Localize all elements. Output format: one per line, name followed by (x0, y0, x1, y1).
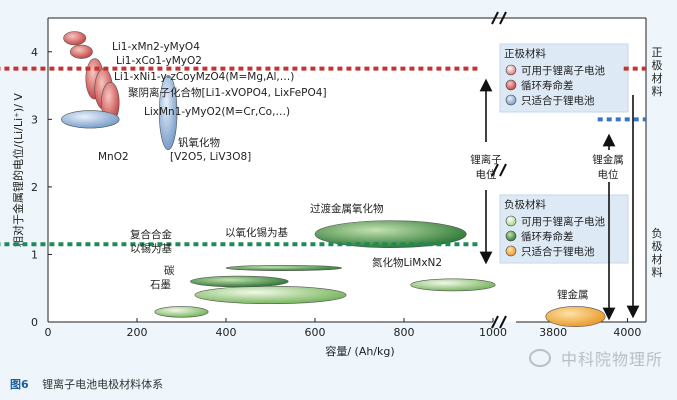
anode-ellipse-0 (154, 306, 209, 318)
wechat-icon (528, 349, 551, 367)
y-tick-label-1: 1 (31, 248, 38, 261)
chart-svg: 0 1 2 3 4 0 200 400 600 800 1000 3800 4000 容量/ (Ah/kg… (0, 11, 663, 358)
anode-label-3: 以氧化锡为基 (225, 226, 288, 239)
side-label-anode-char: 材 (652, 252, 663, 266)
cathode-label-6-a: 钒氧化物 (178, 136, 220, 149)
side-label-cathode-char: 正 (652, 46, 663, 59)
x-tick-label-0: 0 (45, 326, 52, 339)
anode-legend-panel (499, 194, 629, 264)
cathode-legend-swatch-1 (505, 79, 517, 91)
cathode-label-6-b: [V2O5, LiV3O8] (170, 151, 251, 163)
anode-legend-swatch-1 (505, 230, 517, 242)
axis-break-0 (491, 315, 507, 329)
y-tick-label-0: 0 (31, 316, 38, 329)
anode-ellipse-2 (190, 275, 289, 288)
side-label-cathode: 正极材料 (652, 46, 663, 98)
anode-ellipse-5 (410, 278, 496, 292)
cathode-legend-title: 正极材料 (504, 47, 546, 60)
anode-ellipse-6 (545, 306, 606, 328)
side-label-cathode-char: 极 (652, 58, 663, 72)
cathode-legend-item-2: 只适合于锂电池 (521, 94, 595, 107)
side-label-anode: 负极材料 (652, 226, 663, 279)
cathode-ellipse-0 (63, 31, 87, 46)
cathode-legend-swatch-0 (505, 64, 517, 76)
anode-label-2-a: 复合合金 (130, 228, 172, 241)
anode-ellipse-3 (225, 264, 342, 271)
x-tick-label-2: 400 (216, 326, 237, 339)
li-ion-potential-label-b: 电位 (476, 168, 497, 181)
cathode-ellipse-6 (158, 75, 178, 151)
y-tick-label-3: 3 (31, 113, 38, 126)
li-metal-potential-label-a: 锂金属 (592, 153, 624, 166)
anode-label-2-b: 以锡为基 (130, 242, 172, 255)
anode-legend-swatch-2 (505, 245, 517, 257)
figure-caption: 图6 锂离子电池电极材料体系 (10, 376, 163, 392)
anode-legend-item-0: 可用于锂离子电池 (521, 215, 605, 228)
side-label-anode-char: 负 (652, 226, 663, 240)
figure-caption-text: 锂离子电池电极材料体系 (42, 378, 164, 391)
side-label-anode-char: 料 (652, 265, 663, 279)
anode-label-0: 石墨 (150, 279, 171, 291)
cathode-label-3: 聚阴离子化合物[Li1-xVOPO4, LixFePO4] (128, 86, 327, 99)
x-tick-label-4: 800 (394, 326, 415, 339)
cathode-label-2: Li1-xNi1-y-zCoyMzO4(M=Mg,Al,…) (114, 71, 294, 83)
li-metal-potential-label-b: 电位 (598, 168, 619, 181)
x-tick-label-7: 4000 (613, 326, 641, 339)
cathode-label-5: MnO2 (98, 151, 129, 163)
anode-label-6: 锂金属 (557, 288, 589, 301)
cathode-legend-swatch-2 (505, 94, 517, 106)
cathode-ellipse-1 (69, 44, 93, 59)
side-label-anode-char: 极 (652, 239, 663, 253)
y-tick-label-4: 4 (31, 46, 38, 59)
cathode-legend-item-1: 循环寿命差 (521, 79, 574, 92)
side-label-cathode-char: 料 (652, 84, 663, 98)
x-tick-label-5: 1000 (479, 326, 507, 339)
li-ion-potential-label-a: 锂离子 (470, 153, 502, 166)
anode-label-1: 碳 (164, 264, 175, 277)
anode-legend-swatch-0 (505, 215, 517, 227)
x-tick-label-1: 200 (127, 326, 148, 339)
anode-label-5: 氮化物LiMxN2 (372, 256, 442, 269)
cathode-ellipse-5 (61, 110, 120, 129)
x-tick-label-6: 3800 (539, 326, 567, 339)
x-tick-label-3: 600 (305, 326, 326, 339)
axis-break-1 (491, 11, 507, 25)
cathode-legend-item-0: 可用于锂离子电池 (521, 64, 605, 77)
watermark-text: 中科院物理所 (560, 350, 663, 369)
anode-ellipse-4 (314, 220, 467, 248)
axis-break-2 (491, 163, 507, 177)
anode-legend-item-2: 只适合于锂电池 (521, 245, 595, 258)
caption-bar (0, 370, 677, 400)
anode-label-4: 过渡金属氧化物 (310, 202, 384, 215)
cathode-label-1: Li1-xCo1-yMyO2 (116, 55, 202, 67)
side-label-cathode-char: 材 (652, 71, 663, 85)
x-axis-label: 容量/ (Ah/kg) (325, 344, 394, 358)
cathode-legend-panel (499, 43, 629, 113)
cathode-label-0: Li1-xMn2-yMyO4 (112, 41, 200, 53)
cathode-label-4: LixMn1-yMyO2(M=Cr,Co,…) (144, 106, 290, 118)
anode-legend-title: 负极材料 (504, 198, 546, 211)
y-tick-label-2: 2 (31, 181, 38, 194)
anode-legend-item-1: 循环寿命差 (521, 230, 574, 243)
figure-number: 图6 (10, 378, 29, 391)
y-axis-label: 相对于金属锂的电位/(Li/Li⁺)/ V (11, 93, 25, 247)
watermark: 中科院物理所 (528, 346, 663, 370)
anode-ellipse-1 (194, 285, 347, 305)
